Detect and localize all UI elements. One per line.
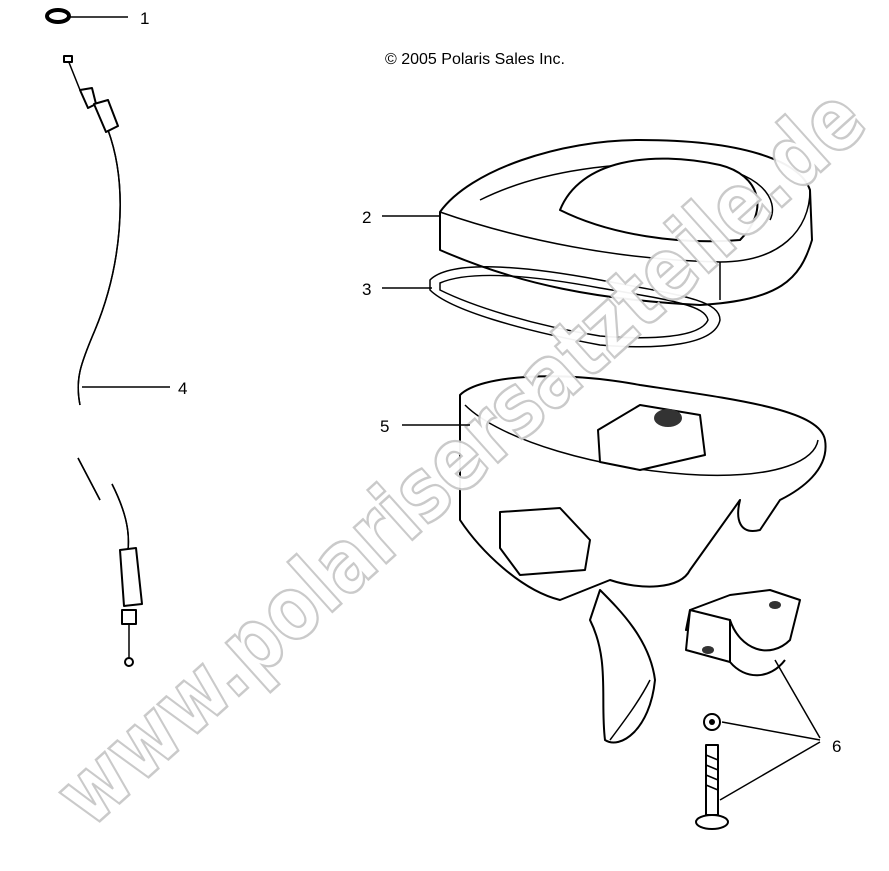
callout-number: 4 xyxy=(178,379,187,398)
callout-number: 6 xyxy=(832,737,841,756)
callout-6: 6 xyxy=(719,659,841,801)
copyright-text: © 2005 Polaris Sales Inc. xyxy=(385,51,565,68)
callout-2: 2 xyxy=(362,208,440,227)
callout-5: 5 xyxy=(380,417,470,436)
part-6-clamp-hardware xyxy=(685,589,801,830)
part-3-gasket xyxy=(429,266,721,348)
callout-number: 2 xyxy=(362,208,371,227)
part-5-housing xyxy=(459,375,827,744)
callout-number: 3 xyxy=(362,280,371,299)
callout-number: 5 xyxy=(380,417,389,436)
callout-number: 1 xyxy=(140,9,149,28)
callout-4: 4 xyxy=(82,379,187,398)
part-2-cover xyxy=(439,139,813,306)
part-4-cable xyxy=(63,55,143,667)
callout-3: 3 xyxy=(362,280,432,299)
part-1-o-ring xyxy=(45,8,71,24)
callout-1: 1 xyxy=(70,9,149,28)
